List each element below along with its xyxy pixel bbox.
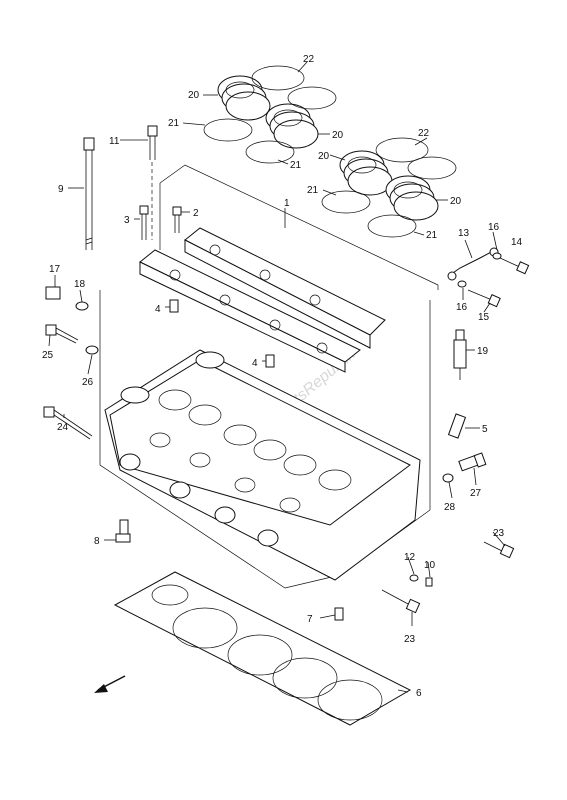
label-26: 26 bbox=[82, 377, 94, 388]
label-21-d: 21 bbox=[426, 230, 438, 241]
label-7: 7 bbox=[307, 614, 313, 625]
bolt-14 bbox=[499, 257, 530, 275]
dowel-pin-4-lower bbox=[265, 354, 275, 368]
label-21-c: 21 bbox=[307, 185, 319, 196]
label-4-lower: 4 bbox=[252, 358, 258, 369]
label-6: 6 bbox=[416, 688, 422, 699]
washer-16-lower bbox=[457, 280, 467, 288]
label-27: 27 bbox=[470, 488, 482, 499]
bolt-25 bbox=[45, 324, 79, 344]
cylinder-head bbox=[104, 349, 421, 581]
cap-17 bbox=[45, 286, 61, 300]
part-number-labels: 11 9 3 2 1 4 4 22 20 21 20 21 22 20 21 2… bbox=[42, 54, 523, 699]
label-20-d: 20 bbox=[450, 196, 462, 207]
label-22-left: 22 bbox=[303, 54, 315, 65]
label-19: 19 bbox=[477, 346, 489, 357]
bracket-13 bbox=[447, 247, 499, 281]
label-17: 17 bbox=[49, 264, 61, 275]
washer-26 bbox=[85, 345, 99, 355]
label-14: 14 bbox=[511, 237, 523, 248]
leader-lines bbox=[48, 61, 506, 693]
bolt-11 bbox=[147, 125, 158, 240]
label-4-upper: 4 bbox=[155, 304, 161, 315]
bolt-3 bbox=[139, 205, 149, 240]
label-20-b: 20 bbox=[332, 130, 344, 141]
label-24: 24 bbox=[57, 422, 69, 433]
long-bolt-9 bbox=[83, 137, 95, 250]
label-12: 12 bbox=[404, 552, 416, 563]
label-3: 3 bbox=[124, 215, 130, 226]
head-gasket bbox=[113, 571, 412, 726]
sensor-27 bbox=[458, 452, 487, 472]
label-21-a: 21 bbox=[168, 118, 180, 129]
dowel-pin-7 bbox=[334, 607, 344, 621]
label-11: 11 bbox=[109, 136, 120, 147]
dowel-pin-4-upper bbox=[169, 299, 179, 313]
label-16-upper: 16 bbox=[488, 222, 500, 233]
label-23-right: 23 bbox=[493, 528, 505, 539]
label-28: 28 bbox=[444, 502, 456, 513]
plug-10 bbox=[425, 577, 433, 587]
washer-16-upper bbox=[492, 252, 502, 260]
bolt-23-lower bbox=[381, 589, 421, 614]
label-13: 13 bbox=[458, 228, 470, 239]
washer-18 bbox=[75, 301, 89, 311]
sensor-5 bbox=[447, 413, 467, 439]
label-2: 2 bbox=[193, 208, 199, 219]
label-1: 1 bbox=[284, 198, 290, 209]
label-9: 9 bbox=[58, 184, 64, 195]
label-5: 5 bbox=[482, 424, 488, 435]
intake-boot-group-left bbox=[203, 65, 337, 164]
spark-plug-19 bbox=[453, 329, 467, 380]
label-8: 8 bbox=[94, 536, 100, 547]
label-21-b: 21 bbox=[290, 160, 302, 171]
bolt-8 bbox=[115, 519, 131, 543]
label-20-c: 20 bbox=[318, 151, 330, 162]
bolt-2 bbox=[172, 206, 182, 233]
label-20-a: 20 bbox=[188, 90, 200, 101]
camshaft-housing bbox=[139, 227, 386, 373]
bolt-15 bbox=[467, 289, 501, 308]
assembly-frame bbox=[99, 164, 439, 589]
label-10: 10 bbox=[424, 560, 436, 571]
label-16-lower: 16 bbox=[456, 302, 468, 313]
front-direction-arrow-icon bbox=[94, 675, 126, 693]
label-23-lower: 23 bbox=[404, 634, 416, 645]
label-25: 25 bbox=[42, 350, 54, 361]
intake-boot-group-right bbox=[321, 137, 457, 238]
label-15: 15 bbox=[478, 312, 490, 323]
label-22-right: 22 bbox=[418, 128, 430, 139]
bolt-24 bbox=[43, 406, 93, 440]
washer-12 bbox=[409, 574, 419, 582]
washer-28 bbox=[442, 473, 454, 483]
label-18: 18 bbox=[74, 279, 86, 290]
bolt-23-right bbox=[483, 541, 515, 559]
